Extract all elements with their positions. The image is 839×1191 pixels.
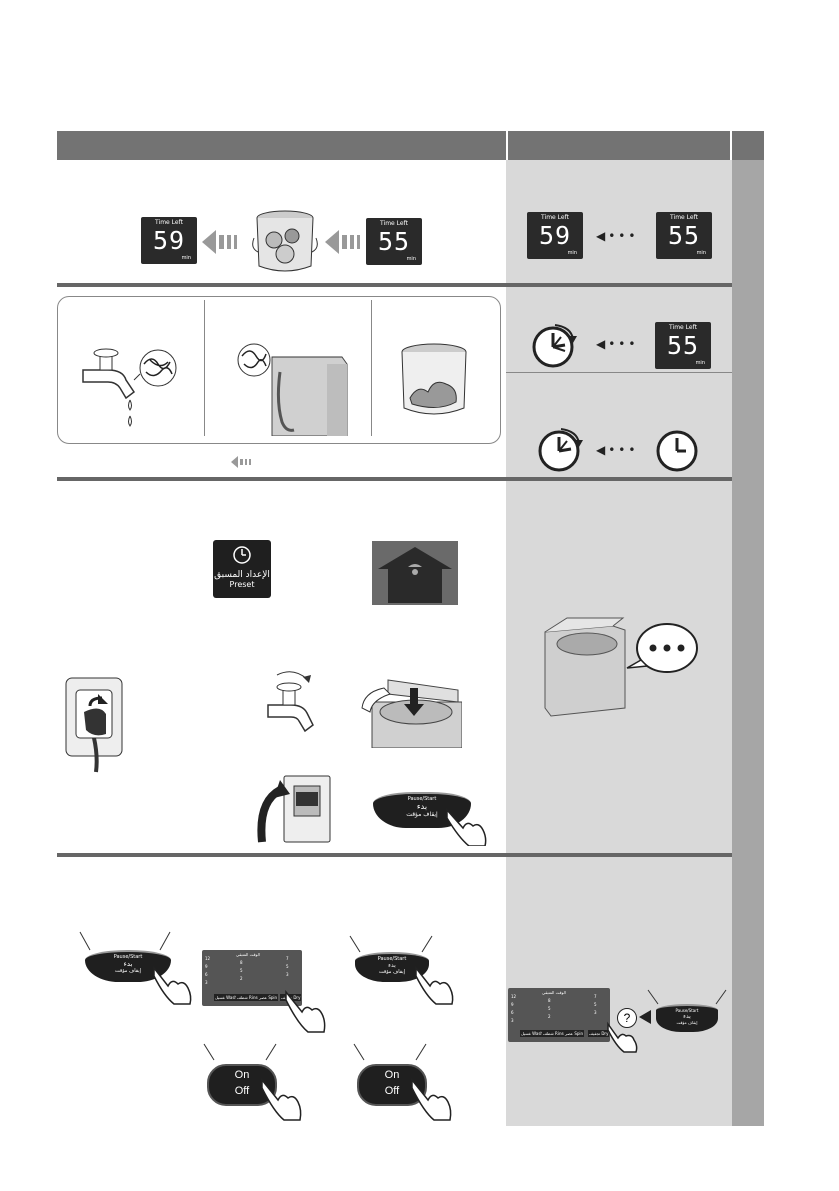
panel-number: 5 [286, 964, 289, 969]
table-header-tab [732, 131, 764, 160]
min-label: min [182, 255, 191, 261]
min-label: min [697, 250, 706, 256]
control-panel: الوقت المتبقي 12 9 6 3 8 5 2 7 5 3 غسيل … [508, 988, 610, 1042]
time-left-label: Time Left [141, 219, 197, 226]
power-plug-icon [64, 676, 126, 774]
left-arrow-icon [202, 230, 242, 254]
switch-on-icon [254, 772, 334, 846]
washer-speech-bubble-icon [537, 612, 701, 722]
panel-number: 12 [511, 994, 516, 999]
pointing-hand-icon [258, 1076, 304, 1122]
panel-number: 8 [240, 960, 243, 965]
panel-mode[interactable]: عصر Spin [564, 1030, 584, 1037]
preset-button[interactable]: الإعداد المسبق Preset [213, 540, 271, 598]
panel-number: 7 [594, 994, 597, 999]
row-divider-3 [57, 853, 732, 857]
panel-mode[interactable]: غسيل Wash [520, 1030, 544, 1037]
row-subdivider [506, 372, 732, 373]
left-triangle-icon [639, 1010, 651, 1024]
display-digits: 55 [656, 221, 712, 250]
faucet-open-icon [263, 669, 329, 739]
min-label: min [696, 360, 705, 366]
left-arrow-icon [231, 456, 251, 468]
ellipsis-arrow-icon: ◀••• [596, 337, 638, 351]
time-left-display-55: Time Left 55 min [655, 322, 711, 369]
pointing-hand-icon [412, 964, 456, 1006]
panel-number: 12 [205, 956, 210, 961]
time-left-label: Time Left [655, 324, 711, 331]
timer-clock-icon [531, 321, 581, 369]
row-divider-2 [57, 477, 732, 481]
table-header-side [508, 131, 730, 160]
ellipsis-arrow-icon: ◀••• [596, 443, 638, 457]
pause-start-arabic-start: بدء [656, 1013, 718, 1020]
faucet-clog-icon [78, 340, 188, 430]
panel-number: 3 [511, 1018, 514, 1023]
time-left-label: Time Left [527, 214, 583, 221]
panel-number: 3 [286, 972, 289, 977]
panel-number: 9 [511, 1002, 514, 1007]
panel-number: 5 [240, 968, 243, 973]
panel-header: الوقت المتبقي [542, 990, 566, 995]
pointing-hand-icon [443, 806, 491, 846]
min-label: min [568, 250, 577, 256]
box-divider [371, 300, 372, 436]
time-left-display-55: Time Left 55 min [656, 212, 712, 259]
ellipsis-arrow-icon: ◀••• [596, 229, 638, 243]
close-lid-icon [358, 672, 462, 748]
display-digits: 59 [141, 226, 197, 255]
panel-number: 5 [594, 1002, 597, 1007]
washer-hose-clog-icon [232, 342, 350, 436]
preset-arabic-label: الإعداد المسبق [213, 570, 271, 580]
child-lock-icon [372, 541, 458, 605]
press-lines-icon [200, 1040, 280, 1064]
box-divider [204, 300, 205, 436]
panel-number: 9 [205, 964, 208, 969]
side-tab [732, 160, 764, 1126]
panel-number: 6 [205, 972, 208, 977]
clock-icon [232, 545, 252, 565]
preset-english-label: Preset [213, 580, 271, 589]
panel-number: 2 [240, 976, 243, 981]
panel-number: 2 [548, 1014, 551, 1019]
pointing-hand-icon [150, 964, 194, 1006]
clock-icon [655, 429, 699, 473]
time-left-display-55: Time Left 55 min [366, 218, 422, 265]
time-left-label: Time Left [656, 214, 712, 221]
pointing-hand-icon [604, 1020, 640, 1054]
timer-clock-icon [537, 425, 587, 473]
panel-number: 3 [205, 980, 208, 985]
left-arrow-icon [325, 230, 365, 254]
pointing-hand-icon [282, 988, 330, 1034]
min-label: min [407, 256, 416, 262]
display-digits: 55 [655, 331, 711, 360]
panel-header: الوقت المتبقي [236, 952, 260, 957]
panel-mode[interactable]: عصر Spin [258, 994, 278, 1001]
time-left-display-59: Time Left 59 min [527, 212, 583, 259]
display-digits: 59 [527, 221, 583, 250]
panel-number: 8 [548, 998, 551, 1003]
panel-number: 3 [594, 1010, 597, 1015]
panel-number: 5 [548, 1006, 551, 1011]
pointing-hand-icon [408, 1076, 454, 1122]
time-left-display-59: Time Left 59 min [141, 217, 197, 264]
table-header-main [57, 131, 506, 160]
row-divider-1 [57, 283, 732, 287]
display-digits: 55 [366, 227, 422, 256]
panel-number: 7 [286, 956, 289, 961]
panel-number: 6 [511, 1010, 514, 1015]
washing-tub-icon [252, 208, 318, 276]
press-lines-icon [350, 1040, 430, 1064]
pause-start-arabic-pause: إيقاف مؤقت [656, 1020, 718, 1025]
tub-with-clothes-icon [398, 342, 470, 418]
time-left-label: Time Left [366, 220, 422, 227]
pause-start-button[interactable]: Pause/Start بدء إيقاف مؤقت [656, 1004, 718, 1032]
panel-mode[interactable]: غسيل Wash [214, 994, 238, 1001]
